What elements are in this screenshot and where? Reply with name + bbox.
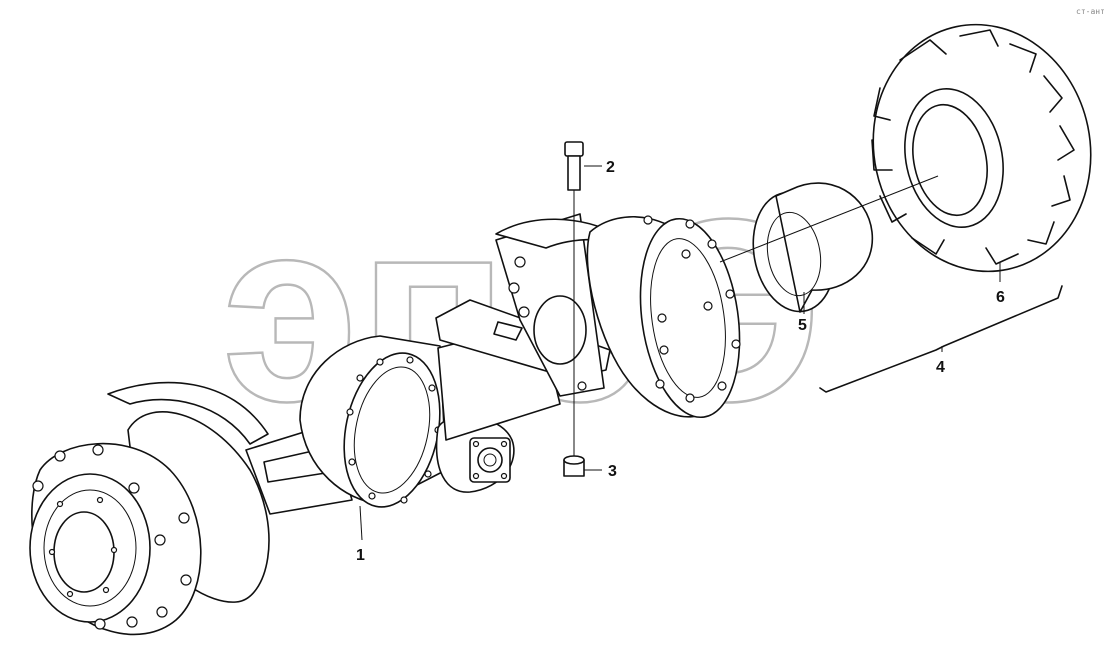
bolt-shank xyxy=(567,155,581,191)
rim-part xyxy=(752,182,874,313)
left-hub-cap xyxy=(53,511,115,593)
corner-mark: ст-ант xyxy=(1076,7,1104,16)
right-spindle xyxy=(533,295,587,365)
assembly-axis-line xyxy=(719,175,939,263)
left-hub-studs xyxy=(32,444,192,630)
bolt-part xyxy=(564,141,584,460)
differential-cover-bolts xyxy=(346,356,442,504)
differential-cover-inner xyxy=(353,366,431,494)
pinion-yoke-bore xyxy=(477,447,503,473)
callout-1: 1 xyxy=(356,547,365,564)
bolt-head xyxy=(564,141,584,157)
assembly-bracket xyxy=(819,285,1063,393)
right-hub xyxy=(586,215,741,419)
callout-labels: 2 3 1 5 6 4 xyxy=(356,159,1005,564)
tire-part xyxy=(871,23,1092,273)
mounting-bracket-slot xyxy=(493,321,523,341)
callout-4: 4 xyxy=(936,359,945,376)
tire-bead xyxy=(912,103,988,217)
left-hub xyxy=(29,442,202,636)
tire-tread xyxy=(871,29,1075,265)
callout-5: 5 xyxy=(798,317,807,334)
callout-2: 2 xyxy=(606,159,615,176)
nut-part xyxy=(563,455,585,477)
nut-top xyxy=(563,455,585,465)
callout-3: 3 xyxy=(608,463,617,480)
callout-6: 6 xyxy=(996,289,1005,306)
left-fender xyxy=(107,381,269,445)
callout-leaders xyxy=(359,165,1063,541)
right-hub-bolts xyxy=(643,215,741,403)
